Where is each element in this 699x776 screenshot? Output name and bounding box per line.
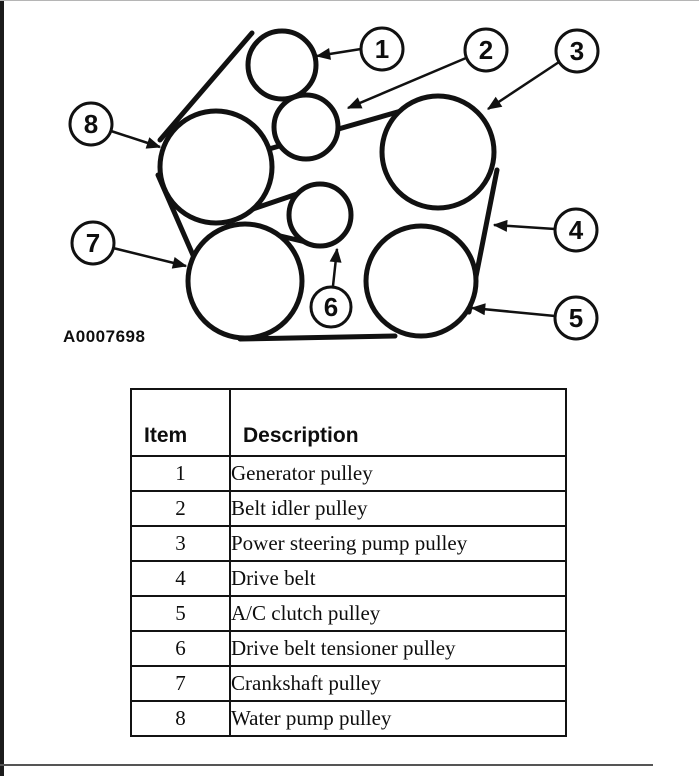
description-column-header: Description — [229, 388, 567, 457]
top-border-line — [0, 0, 699, 1]
callout-5: 5 — [553, 295, 599, 341]
description-cell: Generator pulley — [229, 455, 567, 492]
callout-2: 2 — [463, 27, 509, 73]
pulley-2-belt-idler — [271, 92, 341, 162]
table-row: 8 Water pump pulley — [130, 700, 567, 737]
callout-label: 8 — [84, 109, 98, 139]
callout-3: 3 — [554, 28, 600, 74]
table-header-row: Item Description — [130, 388, 567, 457]
description-cell: Drive belt — [229, 560, 567, 597]
callout-arrow-5 — [470, 303, 556, 318]
left-border-strip — [0, 0, 4, 776]
item-cell: 8 — [130, 700, 231, 737]
bottom-separator-line — [0, 764, 653, 766]
table-row: 2 Belt idler pulley — [130, 490, 567, 527]
item-cell: 1 — [130, 455, 231, 492]
callout-circle — [359, 26, 405, 72]
table-row: 6 Drive belt tensioner pulley — [130, 630, 567, 667]
description-cell: Water pump pulley — [229, 700, 567, 737]
callout-label: 5 — [569, 303, 583, 333]
description-cell: A/C clutch pulley — [229, 595, 567, 632]
callout-1: 1 — [359, 26, 405, 72]
callout-8: 8 — [68, 101, 114, 147]
pulley-8-water-pump — [157, 108, 275, 226]
pulley-3-power-steering — [379, 93, 497, 211]
callout-label: 4 — [569, 215, 584, 245]
figure-code: A0007698 — [63, 327, 146, 346]
pulley-5-ac-clutch — [363, 223, 479, 339]
callout-arrow-2 — [346, 56, 467, 110]
item-cell: 5 — [130, 595, 231, 632]
pulley-7-crankshaft — [185, 221, 305, 341]
callout-balloons: 1 2 3 4 5 6 7 8 — [68, 26, 600, 341]
drive-belt-segment — [237, 333, 398, 342]
callout-circle — [553, 207, 599, 253]
description-cell: Crankshaft pulley — [229, 665, 567, 702]
callout-circle — [463, 27, 509, 73]
callout-label: 3 — [570, 36, 584, 66]
callout-circle — [309, 285, 353, 329]
table-row: 4 Drive belt — [130, 560, 567, 597]
belt-routing-diagram: 1 2 3 4 5 6 7 8 — [68, 26, 600, 342]
callout-circle — [553, 295, 599, 341]
pulley-1-generator — [245, 28, 319, 102]
pulleys — [157, 28, 497, 341]
callout-label: 6 — [324, 292, 338, 322]
parts-table: Item Description 1 Generator pulley 2 Be… — [130, 388, 567, 737]
item-cell: 6 — [130, 630, 231, 667]
table-row: 1 Generator pulley — [130, 455, 567, 492]
callout-circle — [70, 220, 116, 266]
callout-arrows — [110, 47, 560, 318]
description-cell: Power steering pump pulley — [229, 525, 567, 562]
callout-arrow-8 — [110, 129, 162, 149]
callout-arrow-4 — [492, 219, 556, 232]
callout-6: 6 — [309, 285, 353, 329]
callout-circle — [68, 101, 114, 147]
callout-7: 7 — [70, 220, 116, 266]
item-cell: 3 — [130, 525, 231, 562]
callout-arrow-7 — [112, 246, 188, 269]
callout-arrow-6 — [329, 247, 342, 287]
description-cell: Drive belt tensioner pulley — [229, 630, 567, 667]
table-row: 3 Power steering pump pulley — [130, 525, 567, 562]
item-column-header: Item — [130, 388, 231, 457]
callout-label: 7 — [86, 228, 100, 258]
table-row: 7 Crankshaft pulley — [130, 665, 567, 702]
callout-arrow-3 — [486, 60, 560, 111]
drive-belt-segment — [157, 30, 255, 143]
description-cell: Belt idler pulley — [229, 490, 567, 527]
item-cell: 4 — [130, 560, 231, 597]
item-cell: 2 — [130, 490, 231, 527]
callout-circle — [554, 28, 600, 74]
item-cell: 7 — [130, 665, 231, 702]
callout-label: 1 — [375, 34, 389, 64]
callout-4: 4 — [553, 207, 599, 253]
callout-label: 2 — [479, 35, 493, 65]
callout-arrow-1 — [315, 47, 362, 60]
table-row: 5 A/C clutch pulley — [130, 595, 567, 632]
pulley-6-tensioner — [286, 181, 354, 249]
